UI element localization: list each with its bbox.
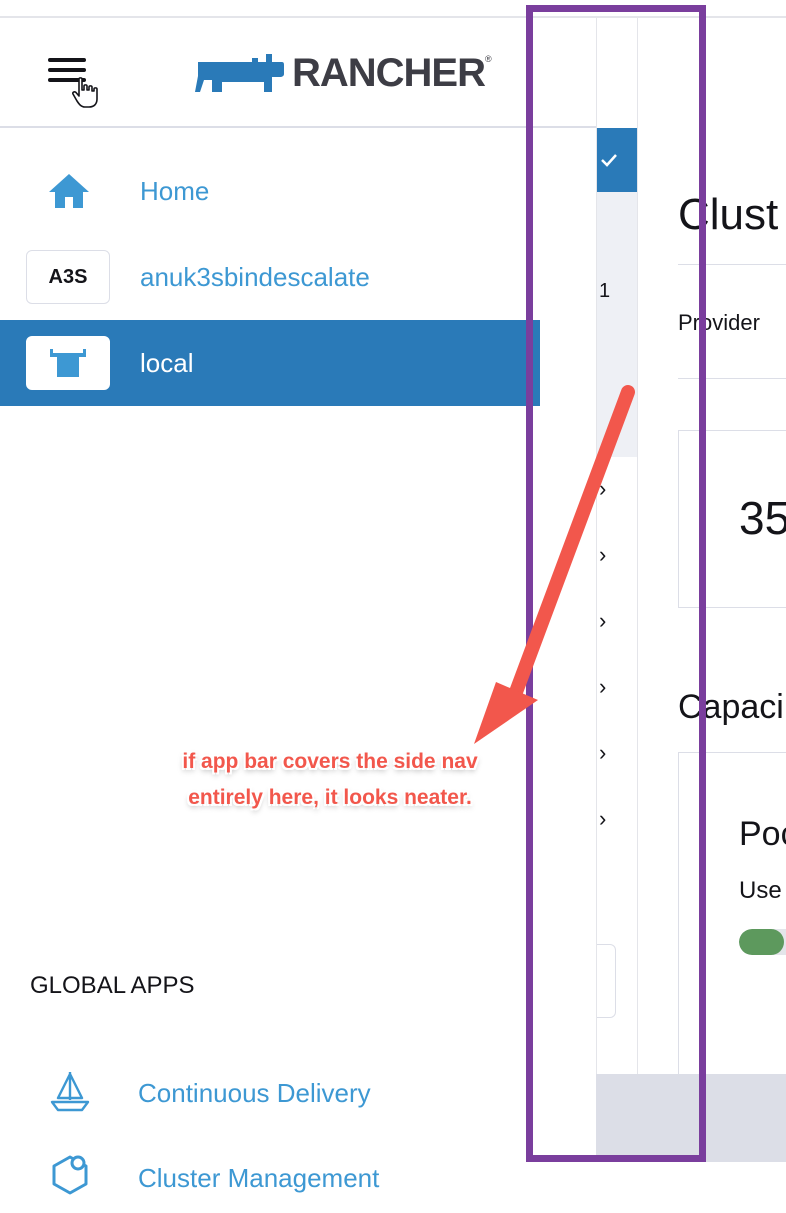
registered-mark: ® (485, 54, 492, 64)
cluster-badge: A3S (26, 250, 110, 304)
hamburger-menu-button[interactable] (48, 56, 88, 88)
top-border (0, 16, 786, 18)
footer-bar (596, 1074, 786, 1162)
capacity-card: Poc Use (678, 752, 786, 1154)
sidebar-item-cluster-local[interactable]: local (0, 320, 540, 406)
cow-icon (50, 349, 86, 377)
sidebar-item-cluster-a3s[interactable]: A3S anuk3sbindescalate (0, 234, 540, 320)
partial-input[interactable] (597, 944, 616, 1018)
sidebar-item-home[interactable]: Home (0, 148, 540, 234)
sidebar-item-continuous-delivery[interactable]: Continuous Delivery (0, 1058, 540, 1128)
brand-name: RANCHER (292, 50, 486, 95)
pods-heading: Poc (739, 815, 786, 853)
global-apps-heading: GLOBAL APPS (30, 972, 195, 999)
cluster-badge (26, 336, 110, 390)
chevron-right-icon[interactable]: › (599, 806, 607, 831)
side-nav: RANCHER ® Home A3S anuk3sbindescalate lo… (0, 18, 596, 1195)
side-nav-header: RANCHER ® (0, 18, 596, 128)
sidebar-item-label: Cluster Management (138, 1163, 380, 1193)
page-title: Clust (678, 190, 779, 239)
row-count: 1 (599, 280, 611, 302)
divider (678, 264, 786, 265)
sailboat-icon (50, 1072, 90, 1112)
home-icon (49, 174, 89, 208)
stat-number: 35 (739, 492, 786, 544)
sidebar-item-label: Home (140, 175, 210, 206)
sidebar-item-cluster-management[interactable]: Cluster Management (0, 1143, 540, 1213)
cluster-icon (52, 1155, 88, 1195)
rancher-logo[interactable]: RANCHER ® (194, 48, 492, 98)
annotation-highlight-box (526, 5, 706, 1162)
capacity-heading: Capaci (678, 688, 784, 726)
checkmark-icon (601, 154, 617, 167)
cluster-dashboard: Clust Provider 35 Capaci Poc Use (637, 18, 786, 1162)
pods-progress-bar (739, 929, 786, 955)
chevron-right-icon[interactable]: › (599, 740, 607, 765)
stat-card: 35 (678, 430, 786, 608)
annotation-line: entirely here, it looks neater. (188, 786, 472, 809)
annotation-line: if app bar covers the side nav (182, 750, 478, 773)
annotation-note: if app bar covers the side nav entirely … (150, 744, 510, 816)
sidebar-item-label: local (140, 347, 194, 378)
hand-cursor-icon (71, 77, 98, 108)
sidebar-item-label: Continuous Delivery (138, 1078, 371, 1108)
used-label: Use (739, 877, 782, 904)
divider (678, 378, 786, 379)
sidebar-item-label: anuk3sbindescalate (140, 261, 370, 292)
rancher-cow-logo-icon (195, 54, 284, 92)
pods-progress-fill (739, 929, 784, 955)
provider-label: Provider (678, 310, 760, 335)
selected-row[interactable] (597, 128, 637, 192)
